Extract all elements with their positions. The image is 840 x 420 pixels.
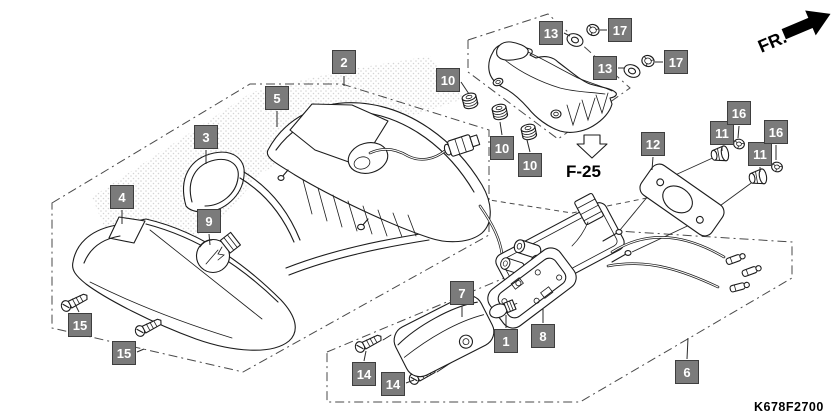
callout-number: 17 xyxy=(668,54,684,70)
callout-part-16[interactable]: 16 xyxy=(764,120,788,144)
nut-16b xyxy=(769,160,785,174)
socket-wires xyxy=(606,235,726,289)
callout-leader-lines xyxy=(74,29,777,384)
tail-light-unit xyxy=(266,102,491,243)
screw-14a xyxy=(353,333,385,355)
bolt-11a xyxy=(709,144,731,164)
f25-label: F-25 xyxy=(566,162,601,181)
callout-number: 10 xyxy=(494,140,510,156)
wire-connector-plug xyxy=(443,134,481,157)
tail-bulb xyxy=(195,231,241,274)
grommet-10a xyxy=(460,91,480,111)
callout-part-13[interactable]: 13 xyxy=(593,56,617,80)
callout-part-2[interactable]: 2 xyxy=(332,50,356,74)
callout-part-10[interactable]: 10 xyxy=(490,136,514,160)
callout-part-14[interactable]: 14 xyxy=(381,372,405,396)
callout-part-6[interactable]: 6 xyxy=(675,360,699,384)
callout-part-13[interactable]: 13 xyxy=(539,21,563,45)
callout-part-15[interactable]: 15 xyxy=(68,313,92,337)
diagram-part-code: K678F2700 xyxy=(754,400,824,414)
license-bulb xyxy=(489,299,518,319)
f25-reference: F-25 xyxy=(566,134,608,181)
callout-number: 16 xyxy=(731,105,747,121)
callout-number: 11 xyxy=(715,125,729,141)
fr-direction-indicator: FR. xyxy=(755,10,831,57)
bolt-17a xyxy=(584,22,602,38)
tail-light-wire xyxy=(368,134,481,161)
bolt-17b xyxy=(639,53,657,69)
callout-number: 9 xyxy=(205,213,213,229)
washer-13b xyxy=(621,61,643,81)
callout-number: 16 xyxy=(768,124,784,140)
callout-number: 15 xyxy=(72,317,88,333)
callout-part-8[interactable]: 8 xyxy=(531,324,555,348)
mounting-bracket xyxy=(488,41,617,133)
callout-part-4[interactable]: 4 xyxy=(110,185,134,209)
callout-number: 10 xyxy=(522,157,538,173)
callout-part-17[interactable]: 17 xyxy=(664,50,688,74)
callout-number: 6 xyxy=(683,364,691,380)
callout-number: 15 xyxy=(116,345,132,361)
callout-number: 13 xyxy=(597,60,613,76)
callout-part-15[interactable]: 15 xyxy=(112,341,136,365)
callout-number: 1 xyxy=(502,333,510,349)
callout-part-14[interactable]: 14 xyxy=(352,362,376,386)
callout-part-10[interactable]: 10 xyxy=(518,153,542,177)
assembly-outline-bracket xyxy=(467,13,631,140)
callout-number: 11 xyxy=(753,146,767,162)
bolt-axis-lines xyxy=(619,155,755,253)
nut-16a xyxy=(731,137,747,151)
callout-part-11[interactable]: 11 xyxy=(748,142,772,166)
screw-15b xyxy=(133,317,165,339)
harness-connector-block xyxy=(574,192,604,226)
callout-part-12[interactable]: 12 xyxy=(641,132,665,156)
callout-number: 3 xyxy=(202,129,210,145)
callout-number: 13 xyxy=(543,25,559,41)
callout-number: 8 xyxy=(539,328,547,344)
callout-part-7[interactable]: 7 xyxy=(450,281,474,305)
bullet-connectors xyxy=(724,251,763,293)
callout-number: 14 xyxy=(385,376,401,392)
callout-part-11[interactable]: 11 xyxy=(710,121,734,145)
callout-part-16[interactable]: 16 xyxy=(727,101,751,125)
callout-number: 14 xyxy=(356,366,372,382)
callout-part-5[interactable]: 5 xyxy=(265,86,289,110)
grommet-10b xyxy=(490,102,509,122)
grommet-10c xyxy=(519,122,538,142)
callout-part-10[interactable]: 10 xyxy=(436,68,460,92)
assembly-link-line xyxy=(482,196,653,214)
callout-number: 4 xyxy=(118,189,126,205)
fr-arrow-icon xyxy=(781,10,831,40)
callout-part-3[interactable]: 3 xyxy=(194,125,218,149)
lens-cover xyxy=(72,216,430,351)
callout-number: 7 xyxy=(458,285,466,301)
callout-number: 2 xyxy=(340,54,348,70)
callout-part-9[interactable]: 9 xyxy=(197,209,221,233)
license-light-housing xyxy=(393,294,495,378)
down-arrow-icon xyxy=(576,134,608,159)
callout-number: 12 xyxy=(645,136,661,152)
callout-part-17[interactable]: 17 xyxy=(608,18,632,42)
callout-number: 17 xyxy=(612,22,628,38)
callout-number: 10 xyxy=(440,72,456,88)
callout-number: 5 xyxy=(273,90,281,106)
reflector-plate xyxy=(639,163,725,237)
screw-15a xyxy=(59,292,91,314)
washer-13a xyxy=(564,30,586,50)
callout-part-1[interactable]: 1 xyxy=(494,329,518,353)
